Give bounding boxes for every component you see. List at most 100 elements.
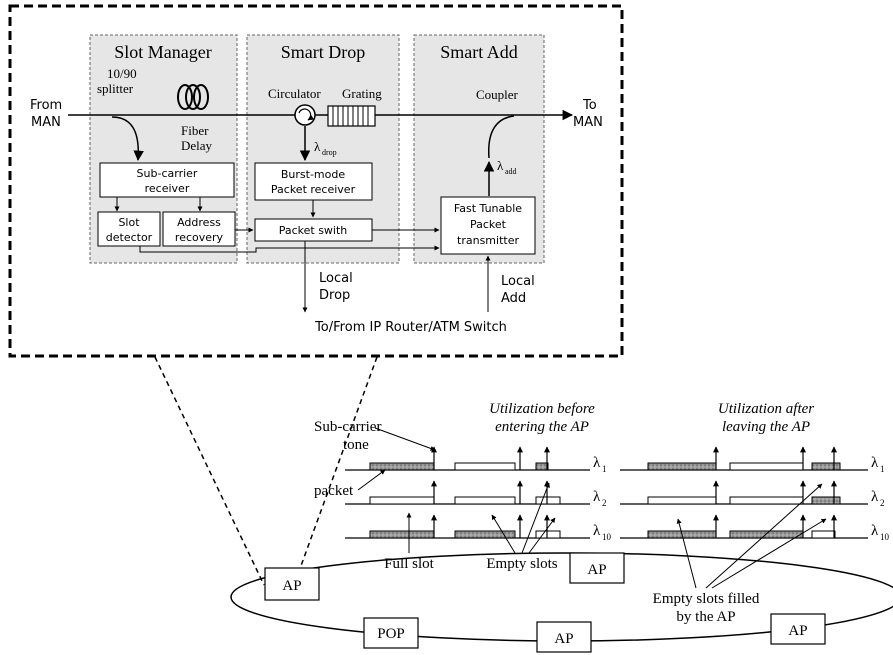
lambda-add-symbol: λ xyxy=(497,158,504,173)
subcarrier-receiver-line1: Sub-carrier xyxy=(137,167,198,180)
before-slot-2-1 xyxy=(369,496,435,505)
before-slot-1-2 xyxy=(454,462,516,471)
ring-node-pop xyxy=(363,617,419,649)
packet-pointer xyxy=(357,469,386,491)
to-sub-label: MAN xyxy=(573,115,603,130)
before-slot-2-3 xyxy=(535,496,561,505)
slot-detector-line2: detector xyxy=(106,231,153,244)
burst-mode-line1: Burst-mode xyxy=(281,168,345,181)
coupler-curve xyxy=(488,115,515,159)
after-lambda-10-subscript: 10 xyxy=(880,532,890,542)
before-slot-10-1 xyxy=(369,530,435,539)
before-title-line1: Utilization before xyxy=(489,401,595,417)
smart-drop-title: Smart Drop xyxy=(281,42,366,62)
filled-slots-line2: by the AP xyxy=(676,609,735,625)
slot-detector-box xyxy=(97,211,161,247)
tunable-transmitter-box xyxy=(440,196,536,255)
utilization-section: Utilization before entering the AP Utili… xyxy=(314,401,890,625)
zoom-leader-left xyxy=(154,356,265,586)
before-lambda-1-subscript: 1 xyxy=(602,464,607,474)
packet-switch-label: Packet swith xyxy=(279,224,348,237)
before-slot-1-1 xyxy=(369,462,435,471)
subcarrier-receiver-box xyxy=(99,162,235,198)
before-lambda-10-label: λ xyxy=(593,523,601,539)
splitter-label-line1: 10/90 xyxy=(107,66,137,81)
circulator-icon xyxy=(294,104,316,126)
before-lambda-2-subscript: 2 xyxy=(602,498,607,508)
address-recovery-line2: recovery xyxy=(175,231,224,244)
subcarrier-pointer xyxy=(374,427,436,451)
empty-slots-pointer-1 xyxy=(491,514,516,554)
address-recovery-line1: Address xyxy=(177,216,221,229)
coupler-label: Coupler xyxy=(476,87,519,102)
after-slot-2-3 xyxy=(811,496,841,505)
after-slot-2-1 xyxy=(647,496,717,505)
ring-network: AP POP AP AP AP xyxy=(230,552,893,653)
after-slot-10-3 xyxy=(811,530,836,539)
local-drop-line2: Drop xyxy=(319,288,350,303)
local-add-line1: Local xyxy=(501,274,535,289)
after-slot-1-1 xyxy=(647,462,717,471)
local-add-line2: Add xyxy=(501,291,526,306)
before-title-line2: entering the AP xyxy=(495,419,589,435)
to-label: To xyxy=(582,98,597,113)
lambda-drop-symbol: λ xyxy=(314,139,321,154)
empty-slots-pointer-3 xyxy=(528,517,556,554)
filled-slots-pointer-1 xyxy=(676,518,697,589)
before-lambda-1-label: λ xyxy=(593,455,601,471)
before-slot-1-3 xyxy=(535,462,549,471)
from-label: From xyxy=(30,98,62,113)
fiber-delay-line2: Delay xyxy=(181,138,213,153)
fiber-delay-line1: Fiber xyxy=(181,123,209,138)
splitter-curve xyxy=(111,116,144,162)
transmitter-line3: transmitter xyxy=(457,234,519,247)
detail-box-border xyxy=(8,4,624,358)
burst-mode-receiver-box xyxy=(254,162,373,201)
transmitter-line2: Packet xyxy=(470,218,507,231)
circulator-label: Circulator xyxy=(268,86,321,101)
ring-node-ap-top-label: AP xyxy=(587,562,606,578)
after-lambda-1-subscript: 1 xyxy=(880,464,885,474)
filled-slots-pointer-3 xyxy=(711,518,827,589)
after-lambda-10-label: λ xyxy=(871,523,879,539)
smart-add-title: Smart Add xyxy=(440,42,518,62)
full-slot-label: Full slot xyxy=(384,556,434,572)
before-slot-10-2 xyxy=(454,530,516,539)
ring-node-ap-left xyxy=(264,567,320,601)
lambda-add-subscript: add xyxy=(505,167,517,176)
filled-slots-line1: Empty slots filled xyxy=(653,591,760,607)
local-drop-line1: Local xyxy=(319,271,353,286)
ring-node-ap-bottom-label: AP xyxy=(554,631,573,647)
ring-node-pop-label: POP xyxy=(377,626,405,642)
splitter-label-line2: splitter xyxy=(97,81,134,96)
after-lambda-2-subscript: 2 xyxy=(880,498,885,508)
address-recovery-box xyxy=(162,211,236,247)
empty-slots-pointer-2 xyxy=(521,482,550,554)
from-sub-label: MAN xyxy=(31,115,61,130)
slot-detector-to-transmitter-arrow xyxy=(139,245,440,253)
empty-slots-label: Empty slots xyxy=(486,556,557,572)
ring-node-ap-top xyxy=(569,552,625,584)
circulator-arrow-icon xyxy=(298,108,315,121)
grating-label: Grating xyxy=(342,86,382,101)
subcarrier-receiver-line2: receiver xyxy=(145,182,190,195)
packet-label: packet xyxy=(314,483,354,499)
after-slot-2-2 xyxy=(729,496,804,505)
burst-mode-line2: Packet receiver xyxy=(271,183,356,196)
ring-node-ap-right-label: AP xyxy=(788,623,807,639)
before-lambda-2-label: λ xyxy=(593,489,601,505)
fiber-coil-icon xyxy=(177,84,209,110)
after-slot-10-2 xyxy=(729,530,804,539)
after-slot-1-3 xyxy=(811,462,841,471)
transmitter-line1: Fast Tunable xyxy=(454,202,522,215)
after-title-line1: Utilization after xyxy=(718,401,814,417)
lambda-drop-subscript: drop xyxy=(322,148,337,157)
before-slot-2-2 xyxy=(454,496,516,505)
after-slot-1-2 xyxy=(729,462,804,471)
subcarrier-tone-line2: tone xyxy=(343,437,369,453)
detail-box: Slot Manager Smart Drop Smart Add From M… xyxy=(8,4,624,358)
after-lambda-1-label: λ xyxy=(871,455,879,471)
ring-node-ap-right xyxy=(770,613,826,645)
